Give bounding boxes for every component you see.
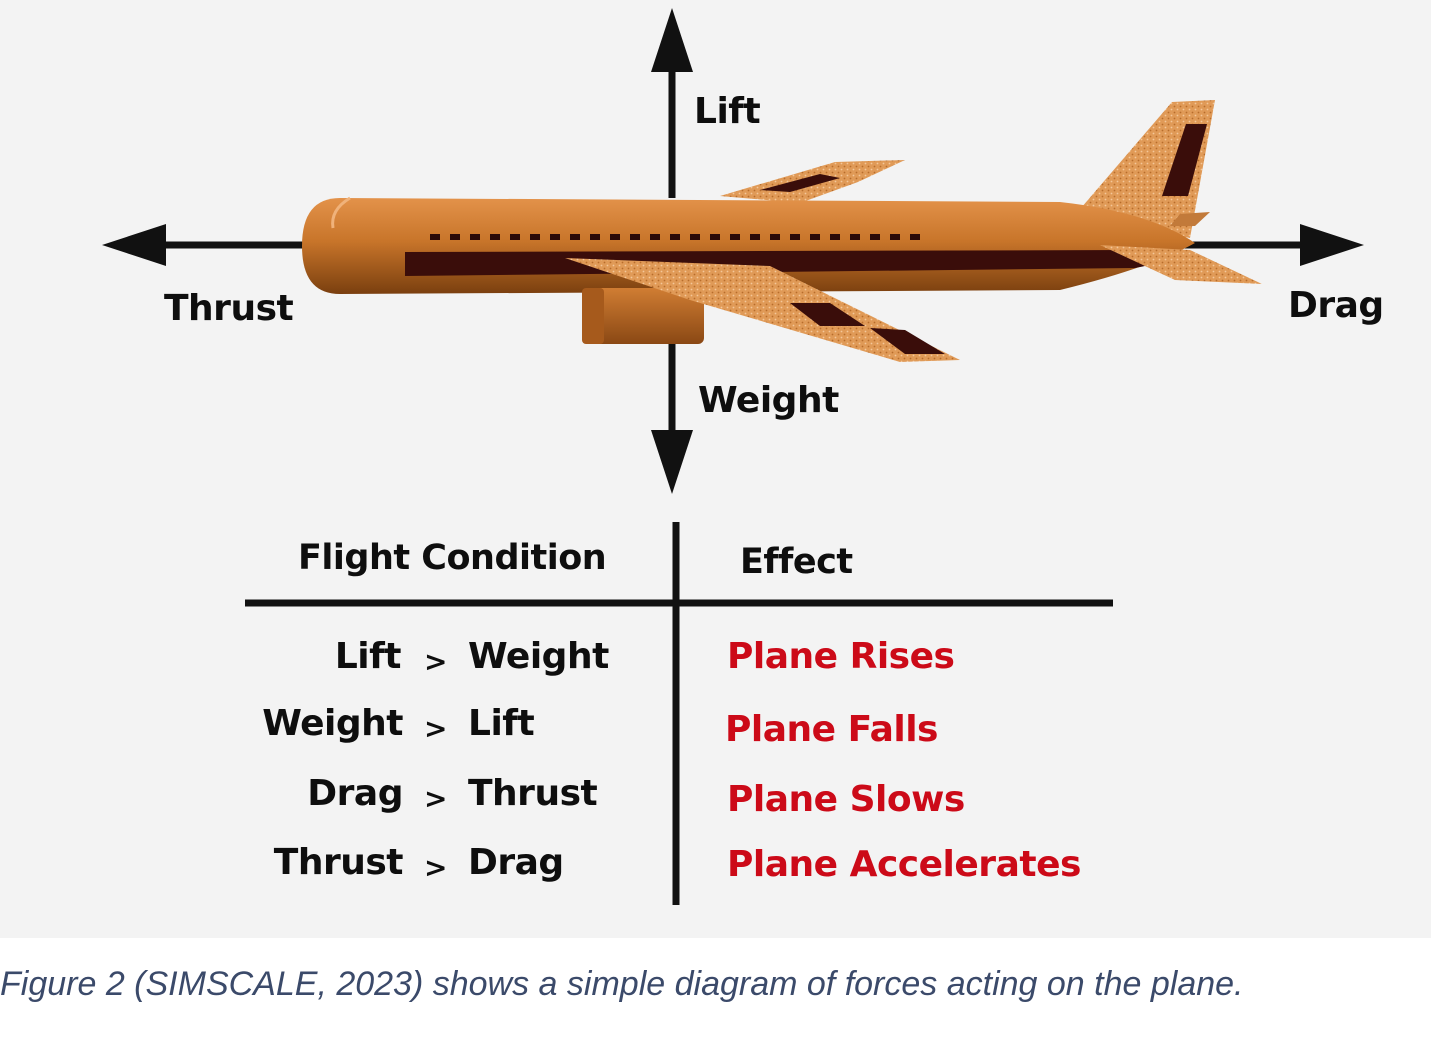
lower-wing bbox=[565, 258, 960, 362]
row-1-right: Weight bbox=[468, 636, 609, 677]
row-4-operator: > bbox=[424, 851, 447, 884]
row-3-right: Thrust bbox=[468, 773, 598, 814]
figure-caption: Figure 2 (SIMSCALE, 2023) shows a simple… bbox=[0, 965, 1244, 1003]
drag-label: Drag bbox=[1288, 285, 1384, 326]
row-1-left: Lift bbox=[334, 636, 402, 677]
row-4-right: Drag bbox=[468, 842, 564, 883]
horizontal-stabilizer bbox=[1100, 245, 1262, 284]
row-4-effect: Plane Accelerates bbox=[727, 844, 1081, 885]
row-1-effect: Plane Rises bbox=[727, 636, 955, 677]
weight-label: Weight bbox=[698, 380, 839, 421]
engine bbox=[582, 288, 704, 344]
row-1-operator: > bbox=[424, 645, 447, 678]
row-3-operator: > bbox=[424, 782, 447, 815]
row-2-operator: > bbox=[424, 712, 447, 745]
lift-arrow bbox=[651, 8, 693, 198]
row-2-left: Weight bbox=[262, 703, 403, 744]
thrust-arrow bbox=[102, 224, 312, 266]
drag-arrow bbox=[1180, 224, 1364, 266]
row-4-left: Thrust bbox=[273, 842, 404, 883]
row-3-effect: Plane Slows bbox=[727, 779, 965, 820]
effect-header: Effect bbox=[740, 542, 853, 582]
thrust-label: Thrust bbox=[164, 288, 294, 329]
forces-diagram: Lift Weight Thrust Drag Flight Condition… bbox=[0, 0, 1431, 938]
row-2-effect: Plane Falls bbox=[725, 709, 938, 750]
condition-header: Flight Condition bbox=[298, 538, 607, 578]
airplane bbox=[302, 100, 1262, 362]
row-3-left: Drag bbox=[307, 773, 403, 814]
diagram-graphics bbox=[102, 8, 1364, 905]
vertical-tail bbox=[1075, 100, 1215, 238]
row-2-right: Lift bbox=[468, 703, 535, 744]
weight-arrow bbox=[651, 340, 693, 494]
lift-label: Lift bbox=[694, 91, 761, 132]
